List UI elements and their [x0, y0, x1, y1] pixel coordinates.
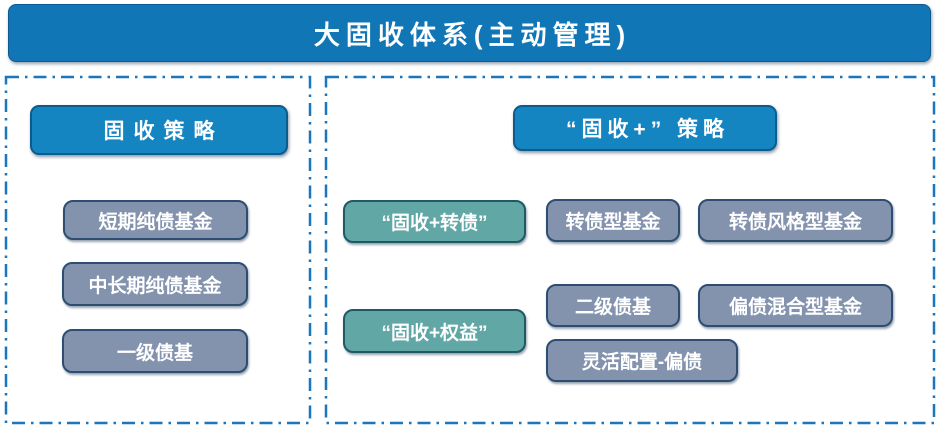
diagram-box-tier2-bond-fund: 二级债基	[546, 284, 680, 327]
diagram-box-convertible-style-fund: 转债风格型基金	[698, 199, 893, 242]
diagram-box-flexible-allocation-bond-biased: 灵活配置-偏债	[546, 339, 738, 382]
group-label-fixed-income-plus-convertible: “固收+转债”	[343, 200, 526, 243]
right-panel-header: “固收+” 策略	[513, 105, 777, 151]
diagram-box-tier1-bond-fund: 一级债基	[62, 329, 248, 373]
diagram-title: 大固收体系(主动管理)	[8, 4, 931, 62]
diagram-box-bond-biased-hybrid-fund: 偏债混合型基金	[698, 284, 893, 327]
left-panel-border	[4, 75, 312, 425]
diagram-box-convertible-bond-fund: 转债型基金	[546, 199, 680, 242]
group-label-fixed-income-plus-equity: “固收+权益”	[343, 309, 526, 353]
diagram-box-short-term-pure-bond: 短期纯债基金	[63, 200, 248, 240]
left-panel-header: 固收策略	[30, 105, 288, 155]
diagram-box-mid-long-term-pure-bond: 中长期纯债基金	[62, 262, 248, 306]
right-panel-border	[324, 75, 936, 425]
